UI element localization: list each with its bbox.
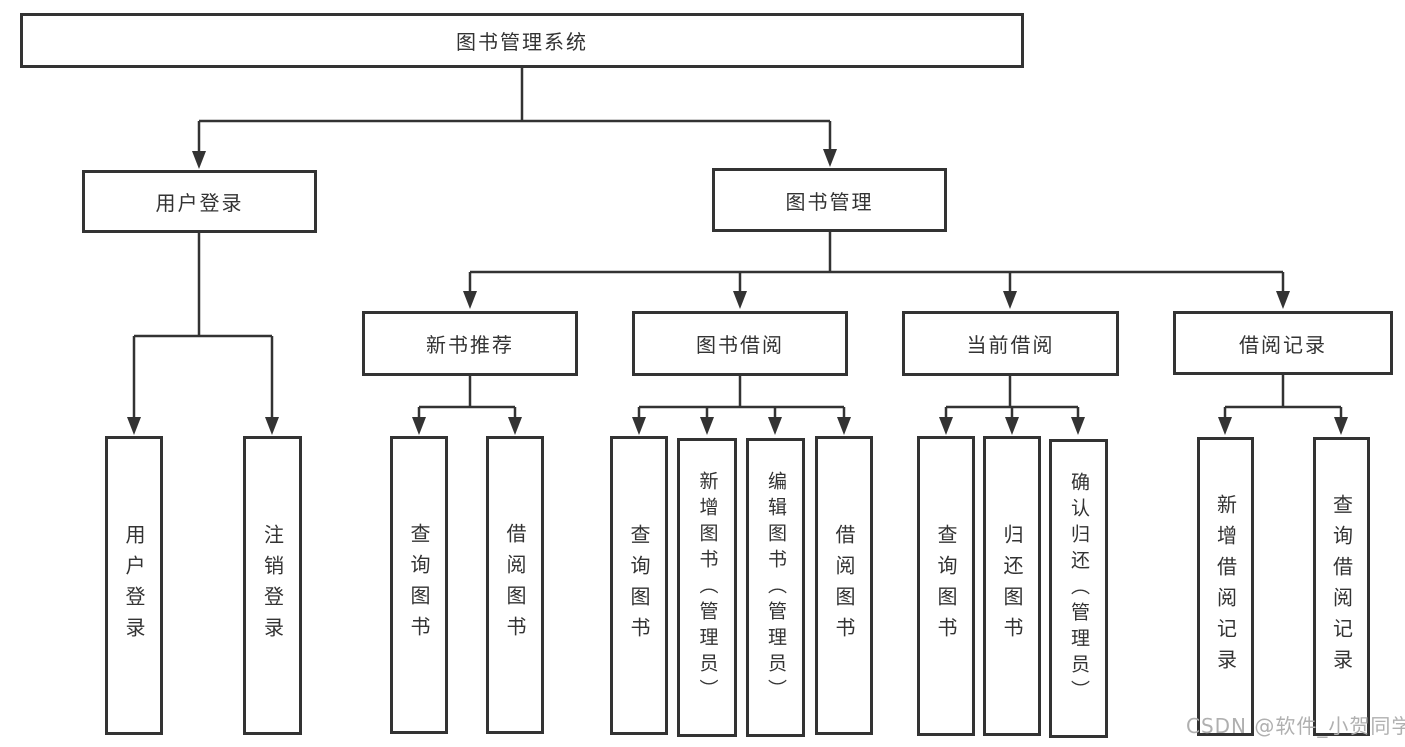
arrowhead (1276, 291, 1290, 309)
node-current-return-books-label: 归还图书 (1000, 524, 1024, 648)
arrowhead (463, 291, 477, 309)
node-current-query-books: 查询图书 (917, 436, 975, 736)
node-recommend-query-books-label: 查询图书 (407, 523, 431, 647)
node-root: 图书管理系统 (20, 13, 1024, 68)
node-book-borrow: 图书借阅 (632, 311, 848, 376)
node-borrow-records-label: 借阅记录 (1239, 332, 1327, 357)
arrowhead (192, 151, 206, 169)
connector-records-to-children (1223, 375, 1343, 418)
node-logout-label: 注销登录 (260, 523, 285, 648)
node-borrow-query-books-label: 查询图书 (627, 523, 651, 648)
node-recommend-borrow-books: 借阅图书 (486, 436, 544, 734)
node-book-borrow-label: 图书借阅 (696, 333, 784, 357)
node-records-query-record: 查询借阅记录 (1313, 437, 1370, 736)
node-records-add-record-label: 新增借阅记录 (1213, 493, 1238, 680)
arrowhead (837, 417, 851, 435)
connector-login-to-children (132, 233, 274, 418)
node-current-borrow: 当前借阅 (902, 311, 1119, 376)
node-logout: 注销登录 (243, 436, 302, 735)
node-book-management: 图书管理 (712, 168, 947, 232)
node-records-add-record: 新增借阅记录 (1197, 437, 1254, 736)
arrowhead (733, 291, 747, 309)
arrowhead (1334, 417, 1348, 435)
arrowhead (1003, 291, 1017, 309)
node-borrow-add-books-admin: 新增图书（管理员） (677, 438, 737, 737)
arrowhead (768, 417, 782, 435)
connector-recommend-to-children (417, 376, 517, 418)
arrowhead (508, 417, 522, 435)
node-book-management-label: 图书管理 (785, 189, 874, 214)
node-recommend-borrow-books-label: 借阅图书 (503, 523, 527, 647)
node-current-query-books-label: 查询图书 (934, 524, 958, 648)
node-borrow-query-books: 查询图书 (610, 436, 668, 735)
connector-current-to-children (944, 376, 1080, 418)
connector-manage-to-level2 (468, 232, 1285, 293)
node-borrow-records: 借阅记录 (1173, 311, 1393, 375)
connector-root-to-level1 (197, 68, 832, 152)
node-records-query-record-label: 查询借阅记录 (1329, 493, 1354, 680)
node-current-confirm-return-admin-label: 确认归还（管理员） (1068, 471, 1090, 706)
node-new-book-recommend: 新书推荐 (362, 311, 578, 376)
node-borrow-borrow-books-label: 借阅图书 (832, 523, 856, 648)
arrowhead (823, 149, 837, 167)
arrowhead (939, 417, 953, 435)
watermark: CSDN @软件_小贺同学 (1186, 714, 1405, 738)
node-user-login-label: 用户登录 (122, 523, 146, 648)
arrowhead (1005, 417, 1019, 435)
node-current-confirm-return-admin: 确认归还（管理员） (1049, 439, 1108, 738)
node-current-borrow-label: 当前借阅 (966, 333, 1055, 357)
arrowhead (632, 417, 646, 435)
arrowhead (700, 417, 714, 435)
arrowhead (1218, 417, 1232, 435)
node-user-login-group: 用户登录 (82, 170, 317, 233)
node-borrow-add-books-admin-label: 新增图书（管理员） (696, 470, 719, 705)
node-borrow-edit-books-admin-label: 编辑图书（管理员） (765, 470, 787, 705)
node-current-return-books: 归还图书 (983, 436, 1041, 736)
node-new-book-recommend-label: 新书推荐 (426, 333, 514, 357)
node-user-login: 用户登录 (105, 436, 163, 735)
arrowhead (412, 417, 426, 435)
node-borrow-edit-books-admin: 编辑图书（管理员） (746, 438, 805, 737)
arrowhead (127, 417, 141, 435)
connector-borrow-to-children (637, 376, 846, 418)
node-root-label: 图书管理系统 (456, 30, 588, 54)
arrowhead (1071, 417, 1085, 435)
arrowhead (265, 417, 279, 435)
node-user-login-group-label: 用户登录 (155, 191, 244, 215)
node-borrow-borrow-books: 借阅图书 (815, 436, 873, 735)
node-recommend-query-books: 查询图书 (390, 436, 448, 734)
